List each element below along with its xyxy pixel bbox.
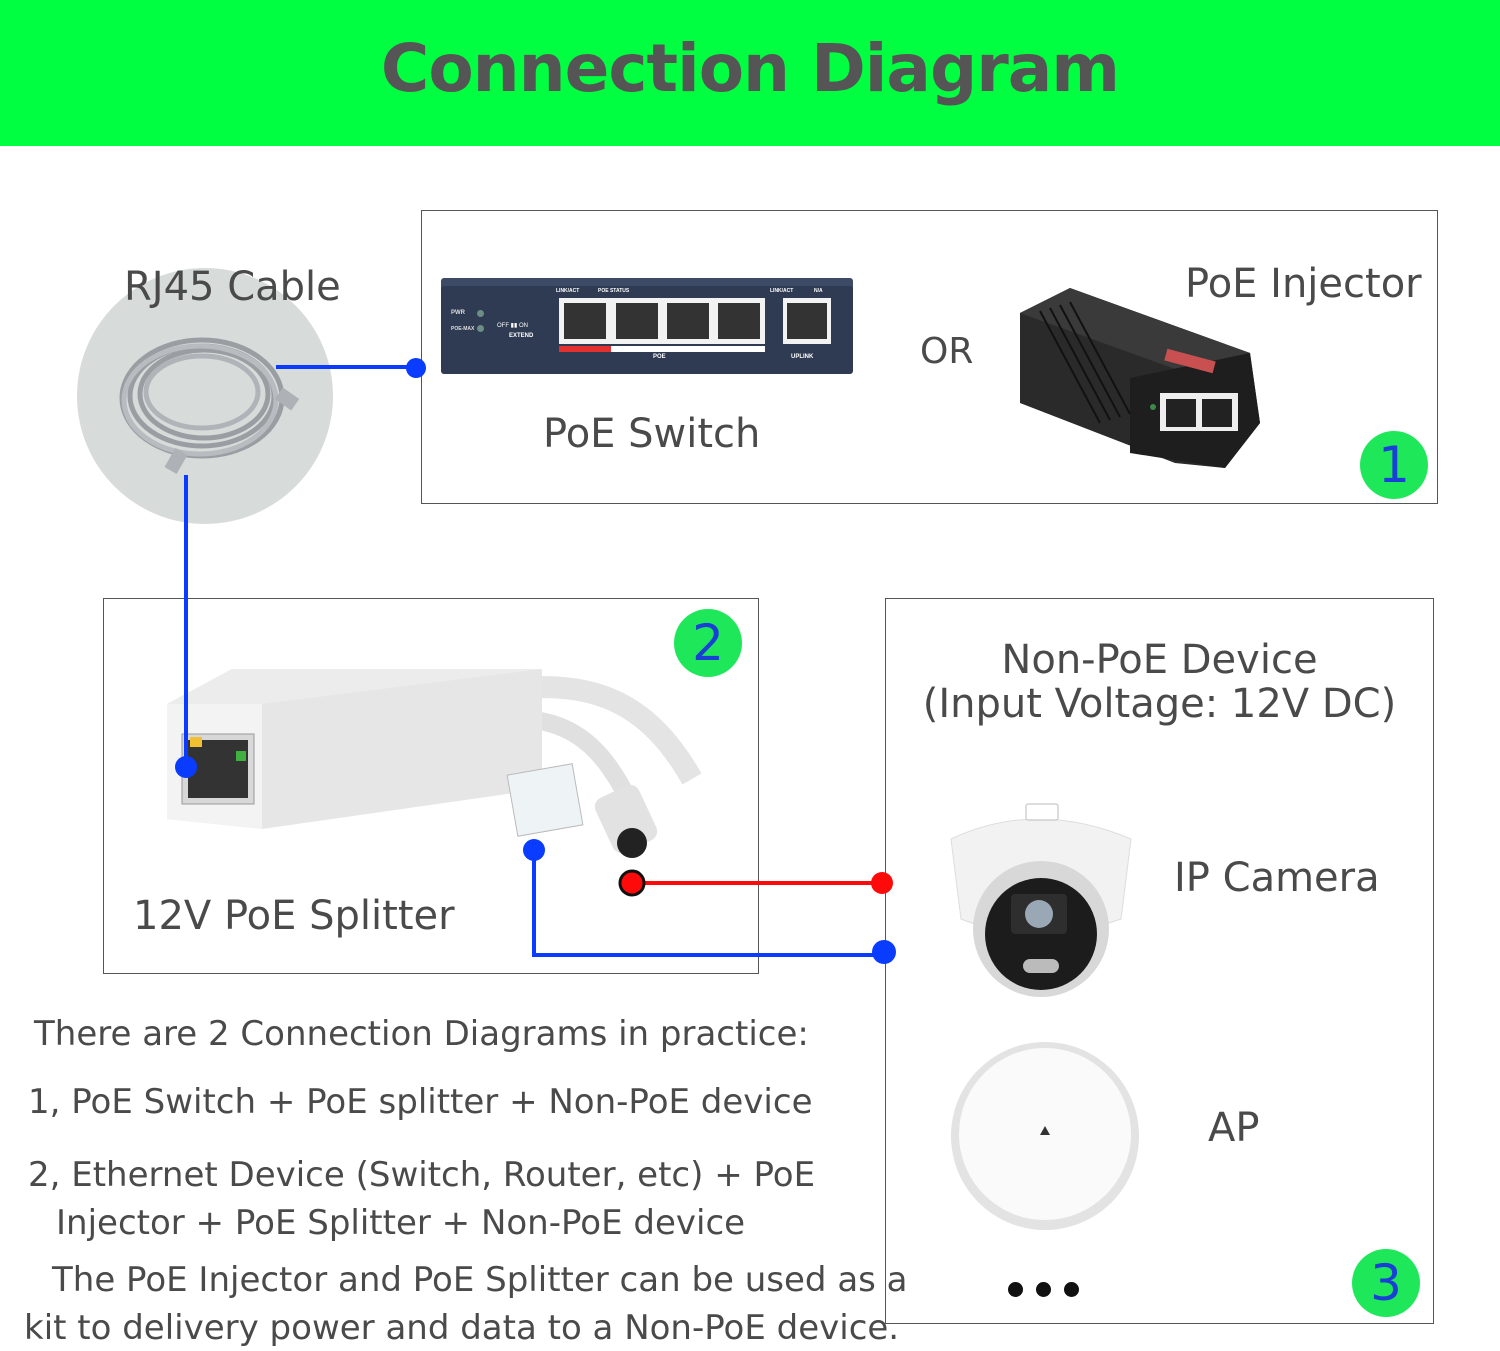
rj45-cable-label: RJ45 Cable <box>124 264 341 310</box>
poe-injector-image <box>1020 288 1260 468</box>
ip-camera-image <box>950 803 1132 997</box>
rj45-port-icon <box>718 303 760 339</box>
cable-coil-icon <box>119 337 300 475</box>
uplink-label: UPLINK <box>791 354 814 360</box>
pwr-led-icon <box>477 310 484 317</box>
step-badge-2: 2 <box>674 609 742 677</box>
poe-max-led-label: POE-MAX <box>451 326 475 332</box>
poe-port-block <box>559 298 765 344</box>
header-banner: Connection Diagram <box>0 0 1500 146</box>
device-voltage: (Input Voltage: 12V DC) <box>922 681 1397 727</box>
poe-switch-label: PoE Switch <box>543 411 761 457</box>
step-badge-3: 3 <box>1352 1249 1420 1317</box>
rj45-port-icon <box>616 303 658 339</box>
port-number-strip <box>559 346 765 352</box>
rj45-cable-image <box>77 268 333 524</box>
access-point-image <box>951 1042 1139 1230</box>
rj45-port-icon <box>564 303 606 339</box>
uplink-port-block <box>783 298 831 344</box>
ip-camera-label: IP Camera <box>1174 855 1380 901</box>
panel-power-source: PWR POE-MAX OFF ▮▮ ON EXTEND LINK/ACT PO… <box>421 210 1438 504</box>
poe-injector-label: PoE Injector <box>1185 261 1422 307</box>
poe-status-label: POE STATUS <box>598 288 630 294</box>
page-title: Connection Diagram <box>380 30 1120 107</box>
more-devices-icon <box>1008 1282 1092 1302</box>
pwr-led-label: PWR <box>451 310 465 316</box>
poe-splitter-label: 12V PoE Splitter <box>133 893 455 939</box>
notes-footer-line-1: The PoE Injector and PoE Splitter can be… <box>52 1260 908 1300</box>
na-label: N/A <box>814 288 823 294</box>
poe-switch-image: PWR POE-MAX OFF ▮▮ ON EXTEND LINK/ACT PO… <box>441 286 853 374</box>
notes-item-2-line-1: 2, Ethernet Device (Switch, Router, etc)… <box>28 1155 816 1195</box>
panel-non-poe-device: Non-PoE Device (Input Voltage: 12V DC) I… <box>885 598 1434 1324</box>
extend-on-label: ON <box>518 323 528 329</box>
uplink-link-act-label: LINK/ACT <box>770 288 794 294</box>
port-1-highlight <box>559 346 611 352</box>
step-badge-1: 1 <box>1360 431 1428 499</box>
link-act-label: LINK/ACT <box>556 288 580 294</box>
ap-label: AP <box>1208 1105 1260 1151</box>
rj45-port-icon <box>787 303 827 339</box>
poe-splitter-image <box>167 669 702 858</box>
poe-max-led-icon <box>477 325 484 332</box>
notes-footer-line-2: kit to delivery power and data to a Non-… <box>24 1308 900 1348</box>
extend-switch-label: EXTEND <box>509 333 534 339</box>
rj45-port-icon <box>667 303 709 339</box>
poe-group-label: POE <box>653 354 666 360</box>
notes-intro: There are 2 Connection Diagrams in pract… <box>34 1014 809 1054</box>
notes-item-2-line-2: Injector + PoE Splitter + Non-PoE device <box>56 1203 746 1243</box>
or-label: OR <box>920 331 974 372</box>
panel-poe-splitter: 12V PoE Splitter 2 <box>103 598 759 974</box>
extend-off-label: OFF <box>497 323 509 329</box>
notes-item-1: 1, PoE Switch + PoE splitter + Non-PoE d… <box>28 1082 813 1122</box>
device-title: Non-PoE Device <box>1001 637 1318 683</box>
